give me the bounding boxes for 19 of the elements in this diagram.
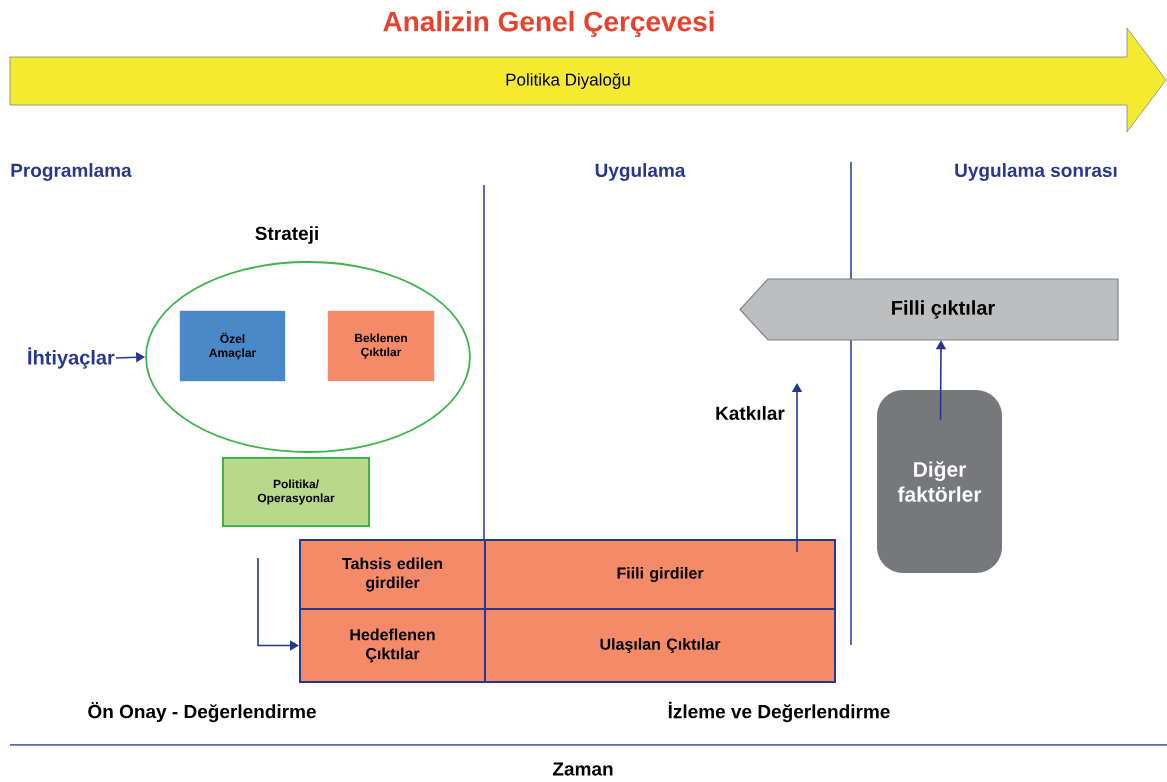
policy-box: Politika/ Operasyonlar [222, 457, 370, 527]
arrow [257, 557, 299, 651]
table-cell: Ulaşılan Çıktılar [484, 608, 836, 683]
table-cell: Tahsis edilen girdiler [299, 539, 486, 610]
section-label: İzleme ve Değerlendirme [668, 701, 890, 723]
section-label: Uygulama sonrası [955, 163, 1117, 181]
arrow-banner: Filli çıktılar [739, 278, 1119, 341]
section-label: Programlama [11, 163, 132, 181]
node-label: Strateji [255, 226, 318, 244]
section-label: Ön Onay - Değerlendirme [88, 701, 316, 723]
table-cell: Fiili girdiler [484, 539, 836, 610]
section-label: Zaman [552, 762, 613, 776]
factors-box: Diğer faktörler [877, 390, 1002, 573]
objectives-box: Özel Amaçlar [179, 310, 286, 382]
edge-label: Katkılar [713, 404, 787, 422]
needs-label: İhtiyaçlar [28, 347, 115, 369]
table-cell: Hedeflenen Çıktılar [299, 608, 486, 683]
outputs-box: Beklenen Çıktılar [327, 310, 435, 382]
section-label: Uygulama [595, 163, 686, 181]
